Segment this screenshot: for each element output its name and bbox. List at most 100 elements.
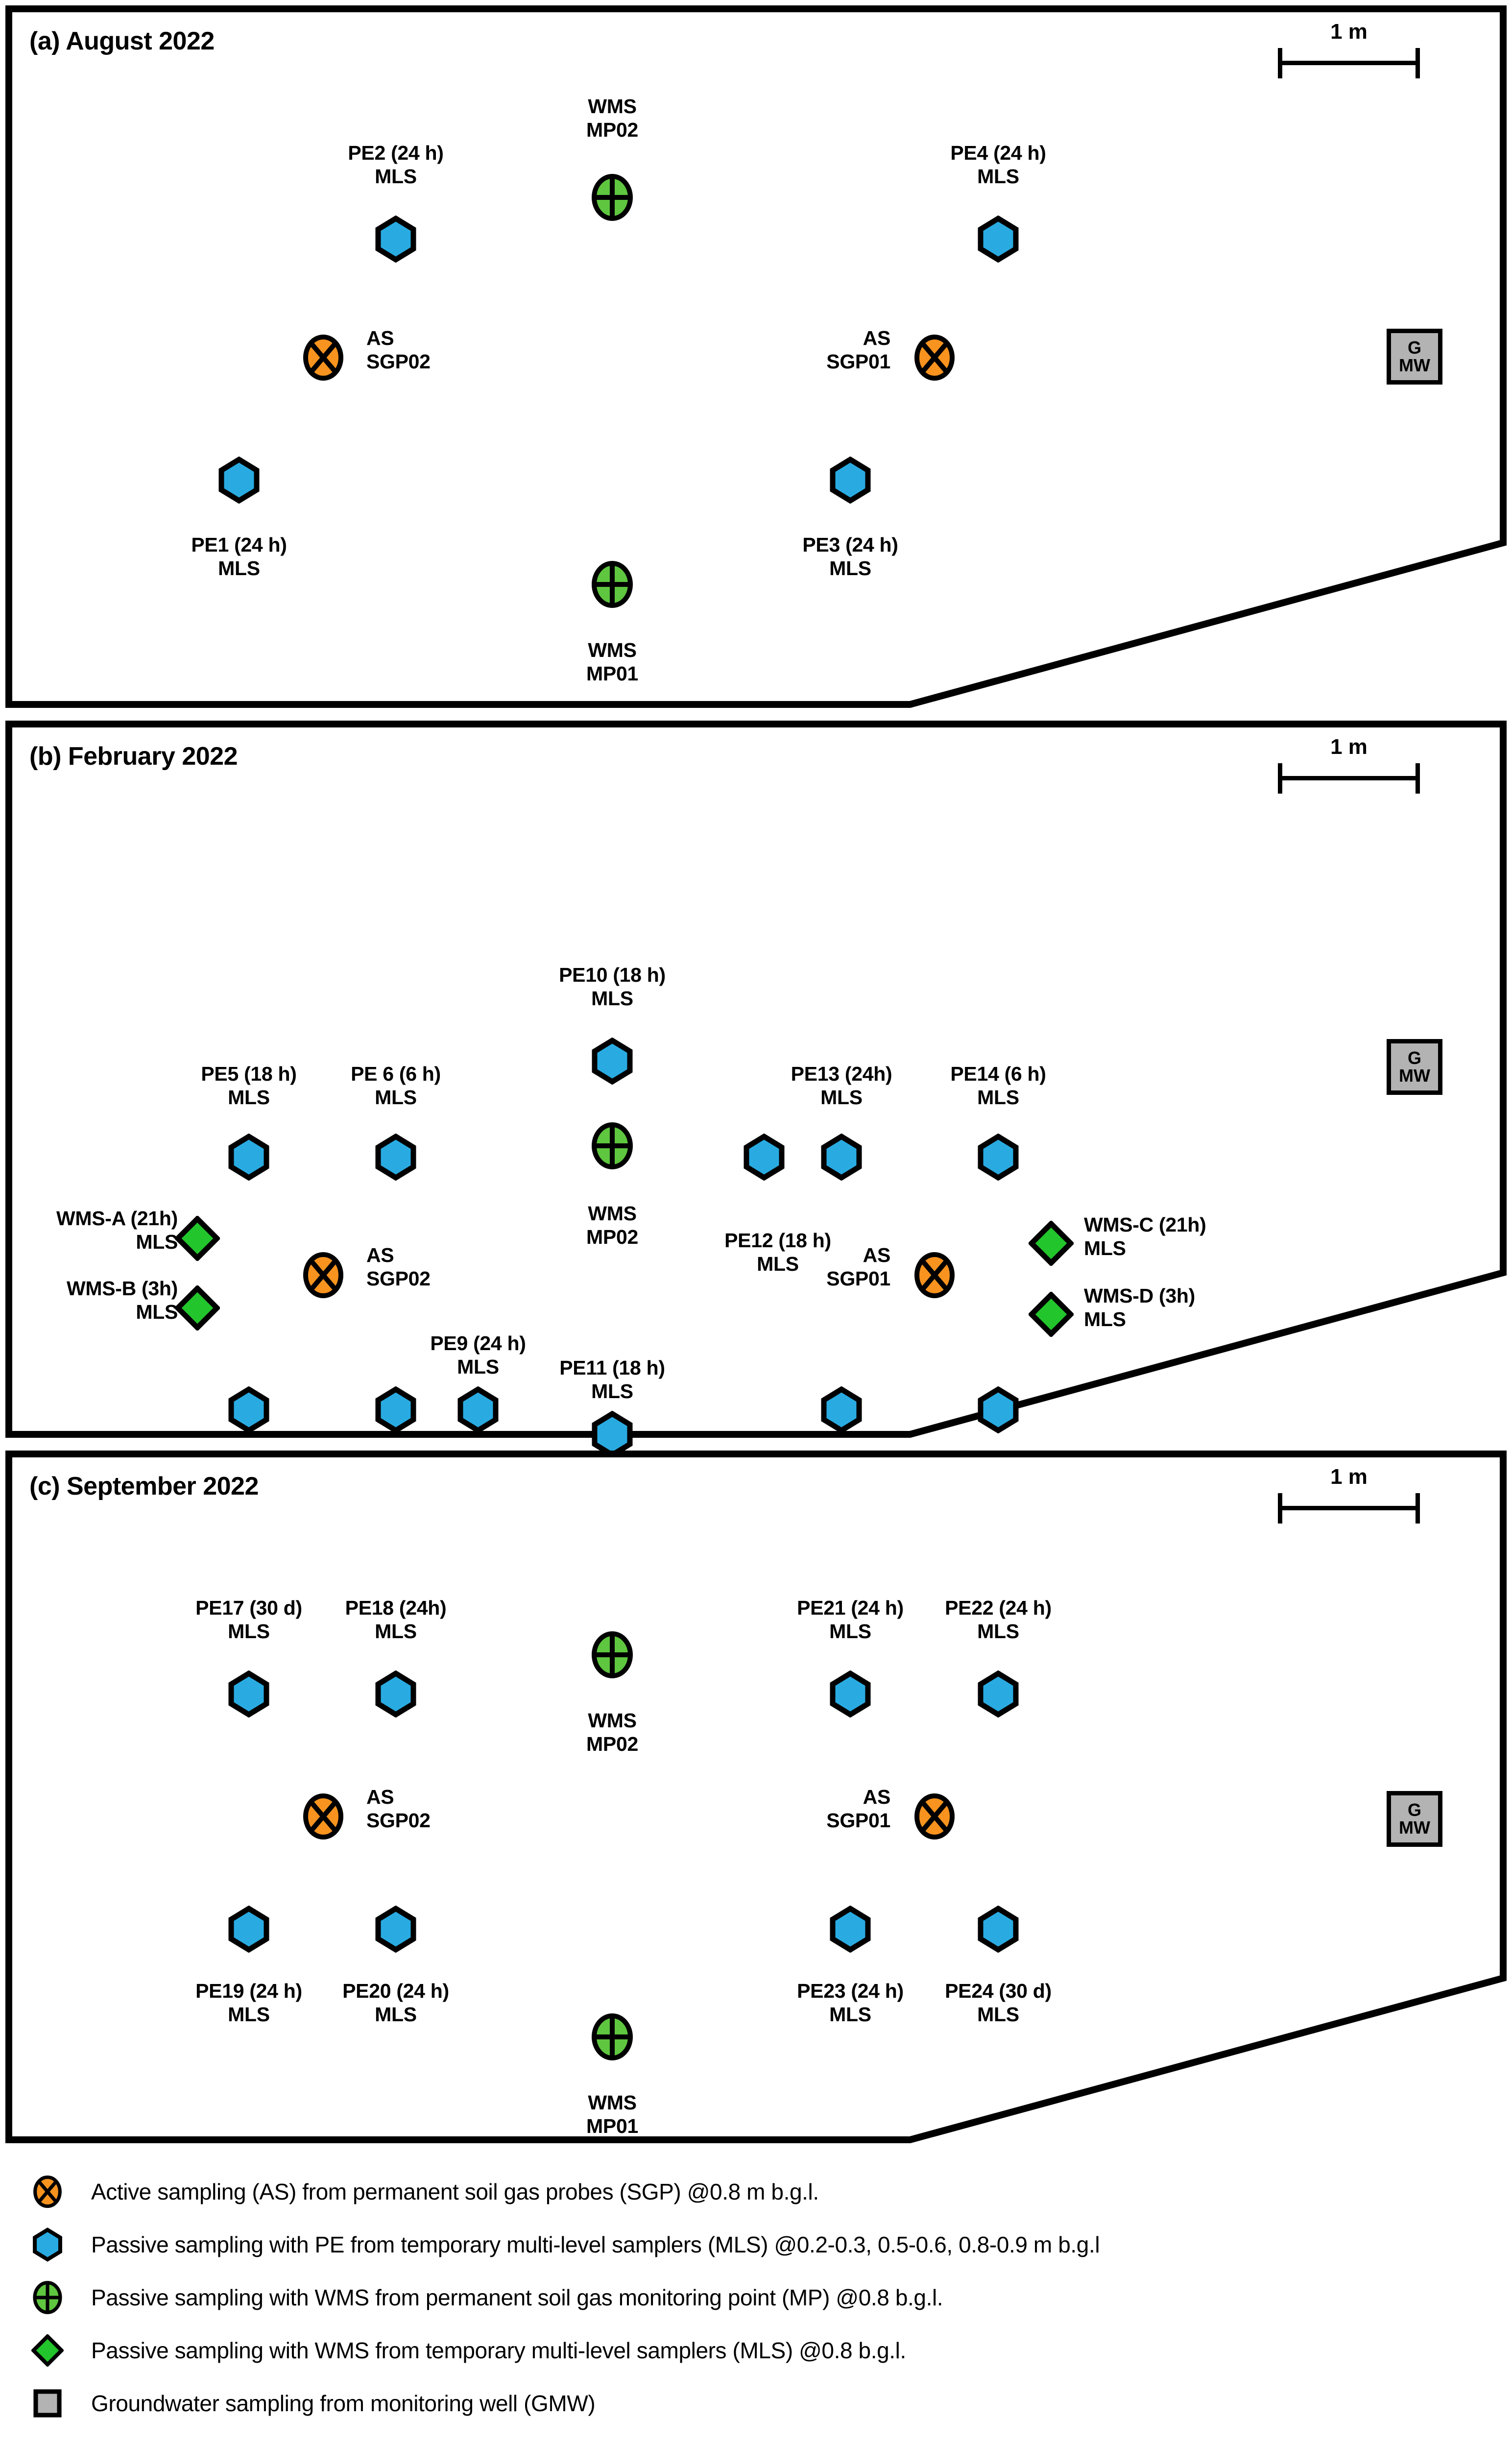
square-icon xyxy=(29,2380,66,2427)
label-line-2: MP01 xyxy=(586,2115,638,2138)
label-line-1: WMS xyxy=(588,1709,637,1732)
legend-text-4: Passive sampling with WMS from temporary… xyxy=(91,2338,906,2363)
scale-bar-a: 1 m xyxy=(1278,20,1420,78)
label-line-1: PE19 (24 h) xyxy=(195,1980,302,2002)
label-line-2: MLS xyxy=(228,2003,270,2026)
legend-row-4: Passive sampling with WMS from temporary… xyxy=(29,2324,1489,2377)
label-line-1: PE11 (18 h) xyxy=(559,1356,665,1379)
label-line-1: PE12 (18 h) xyxy=(724,1229,831,1252)
marker-label-pe21: PE21 (24 h)MLS xyxy=(797,1596,904,1644)
label-line-2: MLS xyxy=(757,1253,799,1276)
label-line-1: WMS-A (21h) xyxy=(56,1207,178,1230)
wms-mls-diamond-icon xyxy=(1028,1220,1075,1267)
diamond-icon xyxy=(29,2327,66,2374)
label-line-2: MLS xyxy=(977,2003,1019,2026)
label-line-2: MLS xyxy=(457,1355,499,1379)
pe-hexagon-icon xyxy=(228,1386,270,1434)
pe-hexagon-icon xyxy=(228,1670,270,1718)
label-line-1: AS xyxy=(366,327,394,349)
label-line-1: PE17 (30 d) xyxy=(195,1597,302,1619)
gmw-line-2: MW xyxy=(1399,355,1430,375)
legend-text-2: Passive sampling with PE from temporary … xyxy=(91,2232,1100,2257)
pe-hexagon-icon xyxy=(829,1905,871,1953)
marker-label-pe18: PE18 (24h)MLS xyxy=(345,1596,447,1644)
wms-mls-diamond-icon xyxy=(174,1284,221,1331)
label-line-1: PE9 (24 h) xyxy=(430,1332,526,1355)
label-line-1: AS xyxy=(863,1786,891,1808)
label-line-2: MLS xyxy=(375,2003,417,2026)
wms-mp-circle-icon xyxy=(591,173,634,221)
gmw-line-1: G xyxy=(1407,338,1421,358)
label-line-2: MLS xyxy=(375,1620,417,1643)
label-line-1: PE20 (24 h) xyxy=(342,1980,449,2002)
legend-row-5: Groundwater sampling from monitoring wel… xyxy=(29,2377,1489,2430)
label-line-1: PE5 (18 h) xyxy=(201,1063,297,1085)
marker-label-pe3: PE3 (24 h)MLS xyxy=(802,533,898,581)
legend-row-2: Passive sampling with PE from temporary … xyxy=(29,2218,1489,2271)
scale-bar-line xyxy=(1278,1506,1420,1510)
marker-label-wmsa: WMS-A (21h)MLS xyxy=(56,1207,178,1254)
label-line-2: MLS xyxy=(820,1086,863,1109)
legend-text-3: Passive sampling with WMS from permanent… xyxy=(91,2285,943,2310)
label-line-1: PE10 (18 h) xyxy=(559,964,666,986)
label-line-1: PE24 (30 d) xyxy=(945,1980,1052,2002)
panel-title-a: (a) August 2022 xyxy=(29,27,215,55)
label-line-1: PE 6 (6 h) xyxy=(351,1063,441,1085)
as-sgp-icon xyxy=(302,1251,345,1299)
scale-bar-line xyxy=(1278,61,1420,65)
gmw-line-2: MW xyxy=(1399,1065,1430,1086)
label-line-2: SGP01 xyxy=(826,1267,890,1290)
label-line-1: AS xyxy=(863,1244,891,1266)
label-line-2: MLS xyxy=(136,1301,178,1324)
label-line-1: WMS-B (3h) xyxy=(66,1277,178,1300)
label-line-2: MLS xyxy=(977,1620,1019,1643)
scale-bar-tick-right xyxy=(1416,48,1420,78)
label-line-2: MLS xyxy=(228,1620,270,1643)
label-line-2: SGP02 xyxy=(366,1267,431,1290)
pe-hexagon-icon xyxy=(375,1386,417,1434)
marker-label-pe5: PE5 (18 h)MLS xyxy=(201,1062,297,1110)
label-line-2: MLS xyxy=(1084,1308,1126,1331)
label-line-2: SGP01 xyxy=(826,350,890,373)
label-line-2: MLS xyxy=(829,1620,871,1643)
as-sgp-icon xyxy=(913,1792,956,1840)
scale-bar-tick-left xyxy=(1278,1493,1282,1524)
label-line-1: PE4 (24 h) xyxy=(950,142,1046,164)
legend-row-1: Active sampling (AS) from permanent soil… xyxy=(29,2165,1489,2218)
marker-label-pe24: PE24 (30 d)MLS xyxy=(945,1979,1052,2027)
legend-row-3: Passive sampling with WMS from permanent… xyxy=(29,2271,1489,2324)
label-line-1: PE14 (6 h) xyxy=(950,1063,1046,1085)
label-line-1: AS xyxy=(863,327,891,349)
label-line-2: MLS xyxy=(1084,1237,1126,1260)
pe-hexagon-icon xyxy=(977,1133,1019,1181)
label-line-2: MLS xyxy=(136,1231,178,1254)
circle-icon xyxy=(29,2274,66,2321)
wms-mp-circle-icon xyxy=(591,560,634,608)
marker-label-pe23: PE23 (24 h)MLS xyxy=(797,1979,904,2027)
label-line-2: SGP02 xyxy=(366,350,431,373)
gmw-line-1: G xyxy=(1407,1048,1421,1068)
scale-bar-tick-left xyxy=(1278,763,1282,794)
marker-label-pe4: PE4 (24 h)MLS xyxy=(950,141,1046,189)
pe-hexagon-icon xyxy=(977,215,1019,263)
label-line-2: MLS xyxy=(218,557,260,580)
as-icon xyxy=(29,2168,66,2215)
label-line-1: PE1 (24 h) xyxy=(191,533,287,556)
label-line-2: MP01 xyxy=(586,662,638,685)
scale-bar-label: 1 m xyxy=(1330,735,1368,759)
wms-mp-circle-icon xyxy=(591,1631,634,1679)
pe-hexagon-icon xyxy=(820,1133,863,1181)
legend: Active sampling (AS) from permanent soil… xyxy=(29,2165,1489,2430)
